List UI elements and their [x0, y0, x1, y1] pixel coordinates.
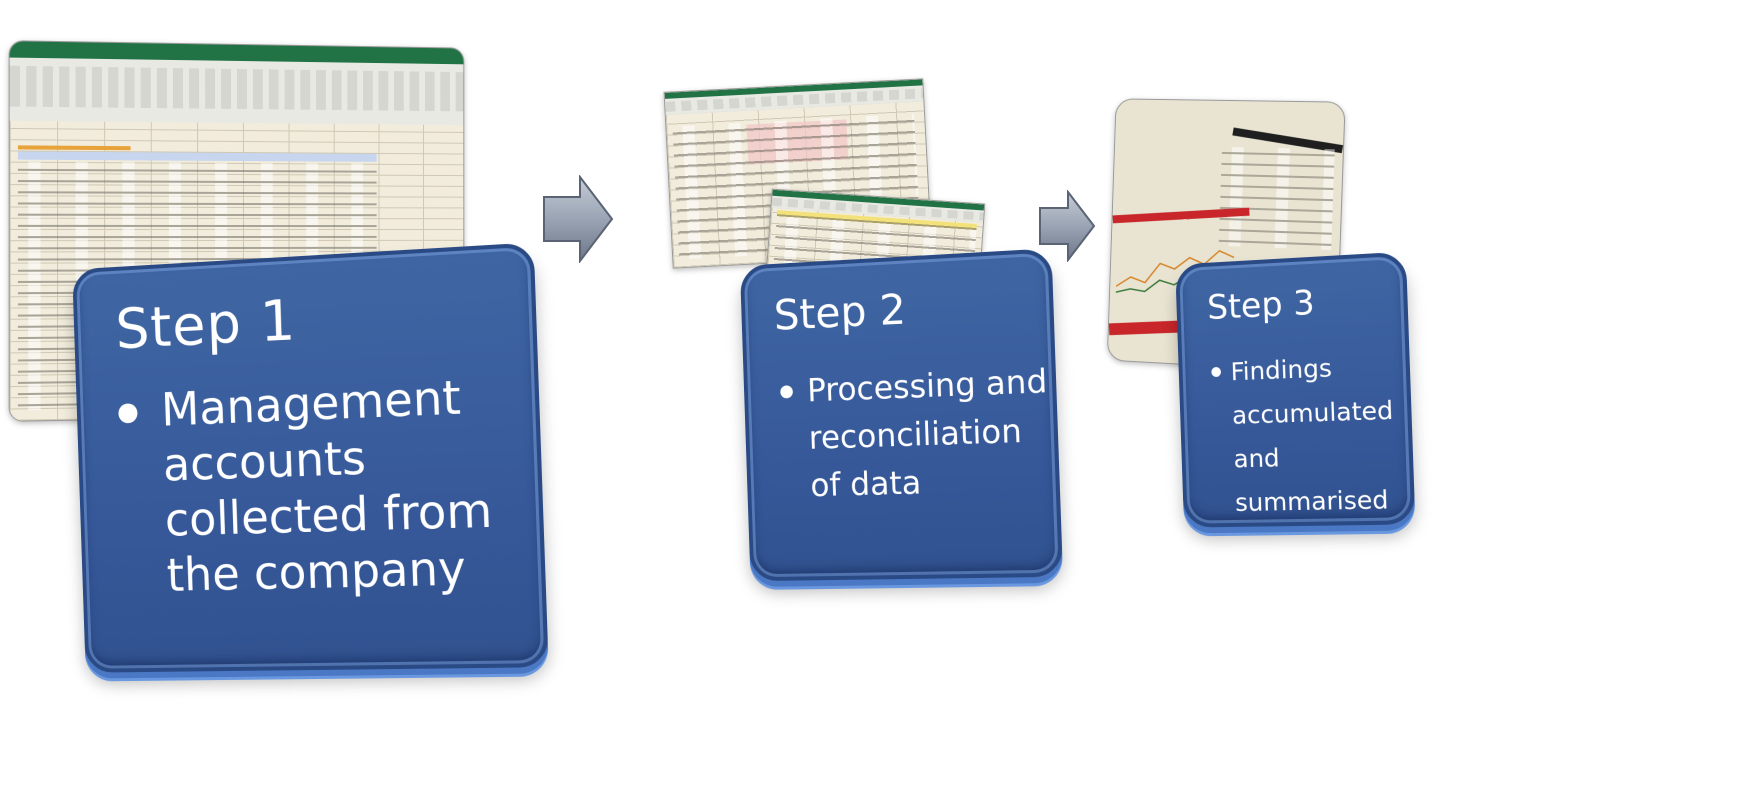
excel-ribbon — [9, 41, 464, 127]
bullet-icon — [118, 403, 138, 424]
header-row — [17, 151, 377, 162]
step-3-card: Step 3 Findings accumulated and summaris… — [1175, 251, 1416, 528]
bullet-icon — [1211, 366, 1222, 378]
report-table — [1218, 146, 1335, 250]
step-2-bullets: Processing and reconciliation of data — [780, 357, 1053, 510]
step-2-bullet-item: Processing and reconciliation of data — [780, 357, 1053, 510]
step-1-card: Step 1 Management accounts collected fro… — [72, 242, 549, 673]
step-3-bullet-text: Findings accumulated and summarised — [1230, 353, 1394, 517]
excel-titlebar — [9, 41, 464, 65]
step-2-bullet-text: Processing and reconciliation of data — [806, 361, 1048, 505]
step-1-title: Step 1 — [114, 288, 298, 362]
step-3-bullets: Findings accumulated and summarised — [1211, 343, 1405, 525]
step-2-card: Step 2 Processing and reconciliation of … — [739, 248, 1064, 582]
step-1-bullet-item: Management accounts collected from the c… — [117, 366, 521, 603]
step-2-title: Step 2 — [773, 284, 907, 340]
step-3-title: Step 3 — [1206, 282, 1316, 328]
step-1-bullets: Management accounts collected from the c… — [117, 366, 521, 603]
sheet-heading — [17, 145, 131, 151]
excel-toolbar — [9, 65, 464, 112]
step-1-bullet-text: Management accounts collected from the c… — [160, 369, 494, 602]
right-arrow-icon — [1039, 190, 1096, 262]
step-3-bullet-item: Findings accumulated and summarised — [1211, 343, 1405, 525]
right-arrow-icon — [543, 175, 614, 263]
bullet-icon — [780, 385, 794, 399]
